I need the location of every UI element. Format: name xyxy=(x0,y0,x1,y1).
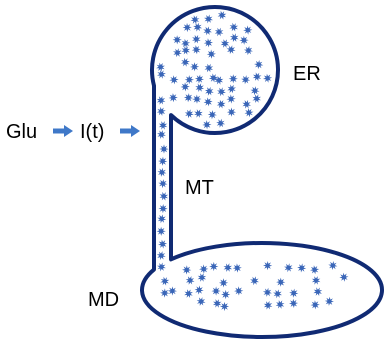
glucose-label: Glu xyxy=(6,122,37,142)
right-arrow-icon xyxy=(53,125,73,137)
input-label: I(t) xyxy=(80,122,104,142)
vessel-outline xyxy=(142,7,382,337)
right-arrow-icon xyxy=(120,125,140,137)
mt-label: MT xyxy=(185,178,214,198)
er-label: ER xyxy=(293,64,321,84)
md-label: MD xyxy=(88,290,119,310)
compartment-outline xyxy=(142,7,382,337)
